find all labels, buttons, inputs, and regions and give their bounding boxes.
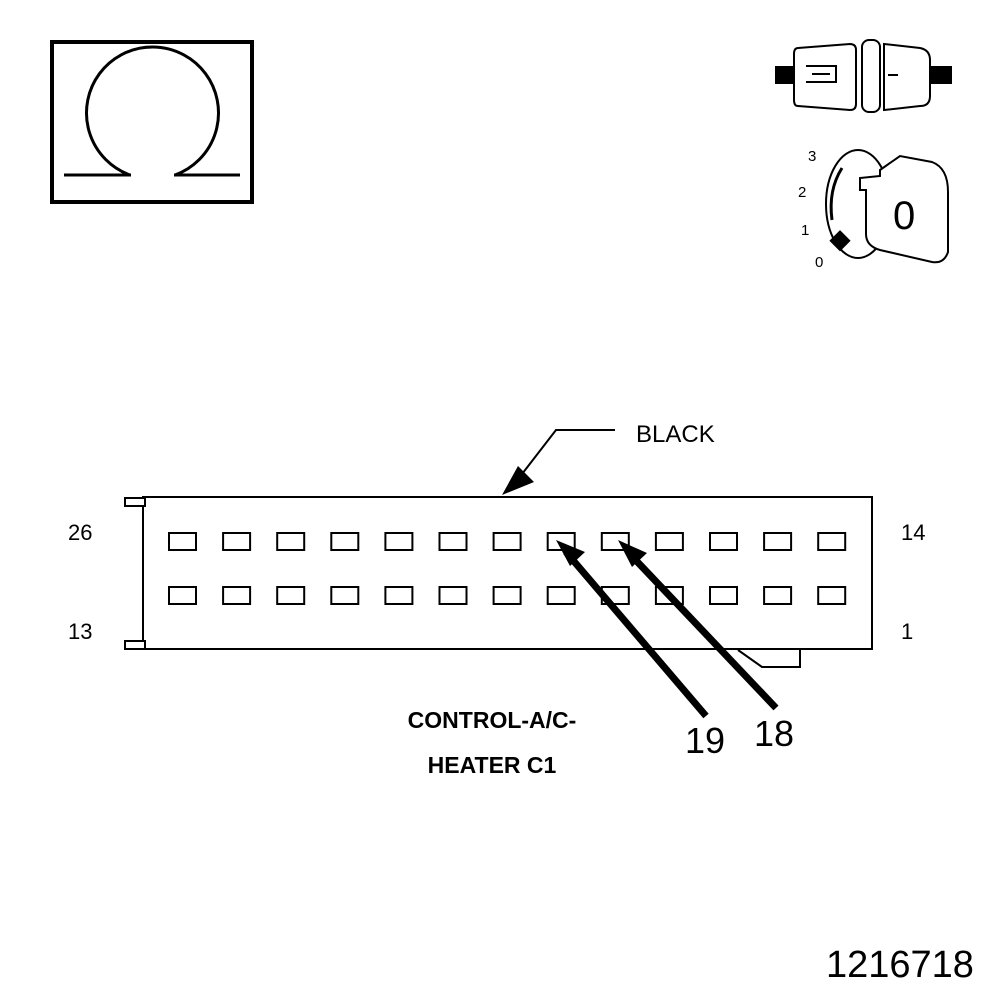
connector-cavity: [276, 586, 306, 605]
connector-body: [124, 496, 873, 668]
ignition-key-icon: [825, 149, 949, 264]
connector-cavity: [168, 532, 197, 551]
connector-cavity: [384, 586, 414, 605]
connector-cavity: [384, 532, 414, 551]
connector-cavity: [763, 586, 793, 605]
connector-cavity: [817, 586, 847, 605]
connector-cavity: [546, 586, 576, 605]
connector-cavity: [438, 532, 468, 551]
callout-arrow-18: [618, 540, 779, 711]
pin-label-bottom-left: 13: [68, 619, 93, 644]
color-leader: [502, 429, 615, 495]
connector-cavity: [438, 586, 468, 605]
key-position-1: 1: [801, 222, 810, 239]
connector-cavity: [492, 532, 522, 551]
connector-title-line2: HEATER C1: [427, 752, 557, 778]
fuse-connector-icon: [775, 39, 952, 113]
connector-cavity: [330, 586, 360, 605]
key-face-label: 0: [893, 194, 916, 238]
connector-cavity: [763, 532, 793, 551]
connector-cavity: [222, 586, 252, 605]
key-position-2: 2: [798, 184, 807, 201]
pin-label-bottom-right: 1: [901, 619, 914, 644]
connector-cavity: [276, 532, 306, 551]
ohm-icon: [50, 40, 254, 204]
figure-number: 1216718: [826, 944, 974, 986]
key-position-0: 0: [815, 254, 824, 271]
connector-cavity: [709, 532, 738, 551]
pin-label-top-left: 26: [68, 520, 93, 545]
connector-cavity: [709, 586, 738, 605]
connector-cavity: [817, 532, 847, 551]
callout-arrow-19: [556, 540, 709, 719]
callout-label-18: 18: [754, 713, 795, 754]
connector-cavity: [654, 532, 684, 551]
connector-cavity: [222, 532, 252, 551]
connector-cavity: [492, 586, 522, 605]
connector-cavity: [168, 586, 197, 605]
connector-title-line1: CONTROL-A/C-: [407, 707, 577, 733]
pin-label-top-right: 14: [901, 520, 926, 545]
connector-color-label: BLACK: [636, 421, 715, 448]
connector-cavity: [330, 532, 360, 551]
callout-label-19: 19: [685, 720, 726, 761]
key-position-3: 3: [808, 148, 817, 165]
